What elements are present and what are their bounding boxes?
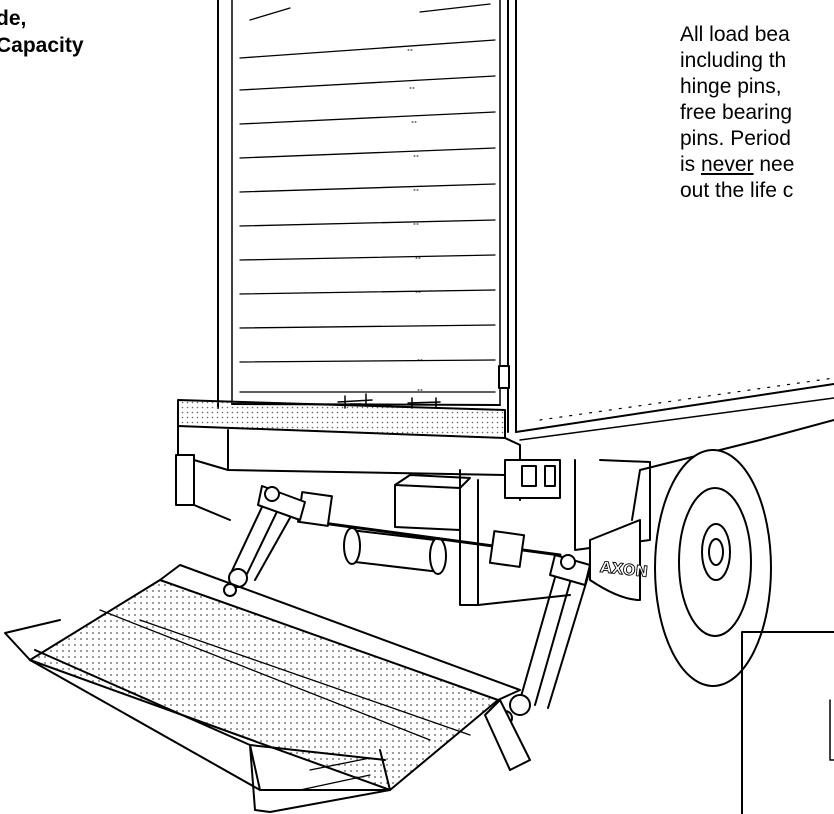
control-boxes xyxy=(297,491,526,568)
rear-sill xyxy=(177,399,506,481)
heading-line-1: de, xyxy=(0,7,27,30)
body-text-line-6-suffix: nee xyxy=(753,153,795,176)
rear-wheel xyxy=(574,419,834,687)
body-text-line-6: is never nee xyxy=(680,152,794,178)
pump-box xyxy=(394,474,471,531)
brand-label: AXON xyxy=(599,558,649,581)
right-lift-arms xyxy=(484,554,591,771)
roll-up-door-slats xyxy=(239,3,496,393)
underlined-never: never xyxy=(701,153,754,176)
right-bracket xyxy=(459,437,571,606)
truck-box-side xyxy=(515,0,834,441)
body-text-line-1: All load bea xyxy=(680,23,790,46)
liftgate-platform xyxy=(4,564,521,813)
body-text-line-5: pins. Period xyxy=(680,127,791,150)
heading-line-2: Capacity xyxy=(0,34,84,57)
body-text-line-2: including th xyxy=(680,49,787,72)
left-lift-arms xyxy=(223,485,306,597)
body-text-line-4: free bearing xyxy=(680,101,793,124)
door-slat-rivets xyxy=(407,49,423,391)
left-bracket xyxy=(175,454,231,521)
body-text-line-3: hinge pins, xyxy=(680,75,782,98)
body-text-line-6-prefix: is xyxy=(680,153,701,176)
body-text-line-7: out the life c xyxy=(680,179,794,202)
inset-frame xyxy=(741,631,834,814)
rear-door-frame xyxy=(217,0,510,433)
hydraulic-cylinder xyxy=(298,518,562,575)
